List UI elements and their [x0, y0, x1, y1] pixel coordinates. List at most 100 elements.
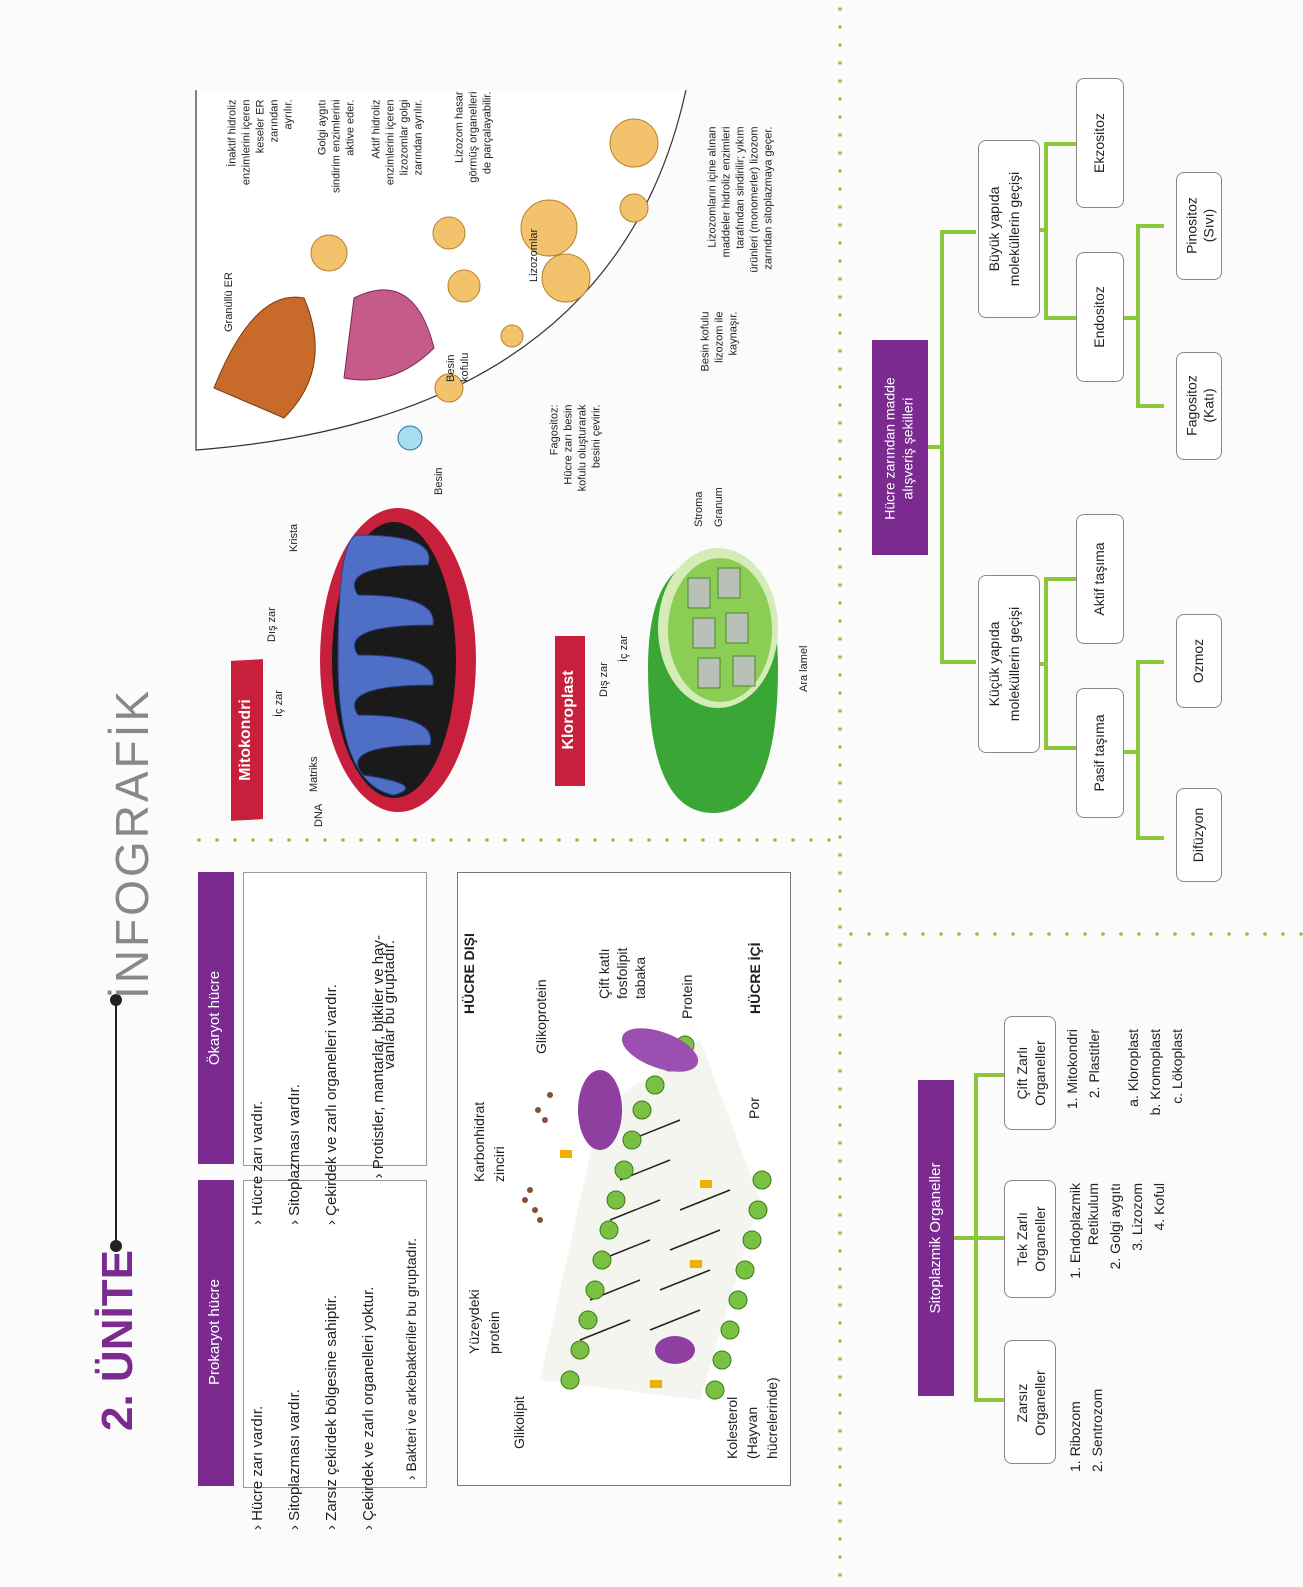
surface-protein-label-1: Yüzeydeki — [466, 1289, 482, 1354]
chloro-stroma-label: Stroma — [693, 491, 705, 527]
transport-root-box — [872, 340, 928, 555]
inactive-text-4: zarından — [268, 99, 281, 143]
inactive-text-1: İnaktif hidroliz — [226, 99, 239, 167]
merge-text-3: kaynaşır. — [727, 311, 740, 356]
org-line-tek — [974, 1236, 1004, 1240]
membraneless-item-2: 2. Sentrozom — [1089, 1388, 1105, 1472]
phagocytosis-box — [1176, 352, 1222, 460]
exocytosis-box — [1076, 78, 1124, 208]
diffusion-label: Difüzyon — [1190, 807, 1206, 863]
header-line — [115, 1000, 117, 1250]
chloro-granum-label: Granum — [713, 487, 725, 527]
diffusion-box — [1176, 788, 1222, 882]
unit-title: 2. ÜNİTE — [93, 1250, 142, 1431]
large-molecules-box — [978, 140, 1040, 318]
membrane-inside-label: HÜCRE İÇİ — [747, 942, 763, 1014]
active-text-1: Aktif hidroliz — [370, 99, 383, 159]
phago-label-2: (Katı) — [1200, 388, 1217, 423]
active-box — [1076, 514, 1124, 644]
header-dot — [110, 1240, 122, 1252]
chloro-lamel-label: Ara lamel — [798, 645, 810, 692]
single-item-5: 4. Koful — [1151, 1183, 1167, 1231]
phago-text-4: besini çevirir. — [590, 404, 603, 469]
pinocytosis-box — [1176, 172, 1222, 280]
phago-text-2: Hücre zarı besin — [562, 404, 575, 485]
digest-text-4: ürünleri (monomerler) lizozom — [748, 126, 761, 273]
transport-root-1: Hücre zarından madde — [881, 377, 898, 520]
cholesterol-label-1: Kolesterol — [724, 1396, 740, 1459]
tr-passive-stub — [1124, 750, 1140, 754]
er-shape — [213, 296, 316, 419]
merge-text-2: lizozom ile — [713, 311, 726, 363]
single-item-1: 1. Endoplazmik — [1067, 1183, 1083, 1279]
exocytosis-label: Ekzositoz — [1091, 113, 1107, 173]
osmosis-label: Ozmoz — [1190, 638, 1206, 684]
bilayer-label-2: fosfolipit — [614, 947, 630, 999]
single-label-2: Organeller — [1032, 1206, 1048, 1272]
endocytosis-label: Endositoz — [1091, 286, 1107, 348]
food-label: Besin — [433, 467, 445, 495]
passive-box — [1076, 688, 1124, 818]
prokaryote-item-4: › Çekirdek ve zarlı organelleri yoktur. — [360, 1286, 377, 1530]
granular-er-label: Granüllü ER — [223, 272, 235, 332]
prokaryote-title: Prokaryot hücre — [206, 1279, 223, 1385]
damage-text-1: Lizozom hasar — [453, 91, 466, 164]
digest-text-3: tarafından sindirilir; yıkım — [734, 126, 747, 249]
tr-osmo-h — [1136, 660, 1164, 664]
prokaryote-item-5: › Bakteri ve arkebakteriler bu gruptadır… — [403, 1237, 419, 1480]
prokaryote-item-2: › Sitoplazması vardır. — [286, 1389, 303, 1530]
golgi-text-1: Golgi aygıtı — [316, 99, 329, 156]
passive-label: Pasif taşıma — [1091, 714, 1107, 792]
food-vacuole-label-1: Besin — [445, 354, 457, 382]
bilayer-label-3: tabaka — [632, 956, 648, 999]
damage-text-2: görmüş organelleri — [467, 91, 480, 183]
double-item-2: 2. Plastitler — [1086, 1029, 1102, 1099]
mito-inner-label: İç zar — [273, 690, 285, 717]
membraneless-label-2: Organeller — [1032, 1370, 1048, 1436]
chloro-inner-label: İç zar — [618, 635, 630, 662]
organelles-root-box — [918, 1080, 954, 1396]
mito-matrix-label: Matriks — [308, 756, 320, 792]
tr-endo-h — [1044, 316, 1076, 320]
large-label-1: Büyük yapıda — [986, 186, 1002, 272]
small-molecules-box — [978, 575, 1040, 753]
org-line-zarsiz — [974, 1398, 1004, 1402]
eukaryote-title: Ökaryot hücre — [206, 970, 223, 1066]
glycolipid-label: Glikolipit — [511, 1396, 527, 1449]
active-text-4: zarından ayrılır. — [412, 99, 425, 176]
digest-text-2: maddeler hidroliz enzimleri — [720, 126, 733, 258]
double-membrane-box — [1004, 1016, 1056, 1130]
phago-label-1: Fagositoz — [1183, 375, 1200, 436]
tr-pino-h — [1136, 224, 1164, 228]
merge-text-1: Besin kofulu — [699, 311, 712, 372]
chloroplast-title: Kloroplast — [560, 670, 577, 750]
digest-text-5: zarından sitoplazmaya geçer. — [762, 126, 775, 270]
mito-crista-label: Krista — [288, 523, 300, 552]
cholesterol-label-3: hücrelerinde) — [764, 1377, 780, 1459]
inactive-text-3: keseler ER — [254, 99, 267, 154]
surface-protein-label-2: protein — [486, 1311, 502, 1354]
single-item-3: 2. Golgi aygıtı — [1107, 1183, 1123, 1270]
double-item-1: 1. Mitokondri — [1064, 1029, 1080, 1110]
divider-horizontal-left — [190, 838, 838, 842]
mito-dna-label: DNA — [313, 803, 325, 827]
tr-large-vert — [1044, 142, 1048, 319]
membraneless-label-1: Zarsız — [1014, 1383, 1030, 1423]
chloroplast-tag — [555, 636, 585, 786]
eukaryote-item-2: › Sitoplazması vardır. — [286, 1084, 303, 1225]
eukaryote-item-1: › Hücre zarı vardır. — [249, 1100, 266, 1225]
mitochondria-illustration — [320, 508, 476, 812]
golgi-text-2: sindirim enzimlerini — [330, 99, 343, 194]
inactive-text-5: ayrılır. — [282, 99, 295, 130]
bilayer-label-1: Çift katlı — [596, 948, 612, 999]
eukaryote-header — [198, 872, 234, 1164]
tr-line-root — [928, 445, 942, 449]
active-label: Aktif taşıma — [1091, 542, 1107, 616]
double-label-1: Çift Zarlı — [1014, 1046, 1030, 1100]
membraneless-item-1: 1. Ribozom — [1067, 1401, 1083, 1472]
prokaryote-header — [198, 1180, 234, 1486]
single-membrane-box — [1004, 1180, 1056, 1298]
phago-text-3: kofulu oluşturarak — [576, 404, 589, 492]
active-text-3: lizozomlar golgi — [398, 99, 411, 176]
prokaryote-box — [243, 1180, 427, 1488]
